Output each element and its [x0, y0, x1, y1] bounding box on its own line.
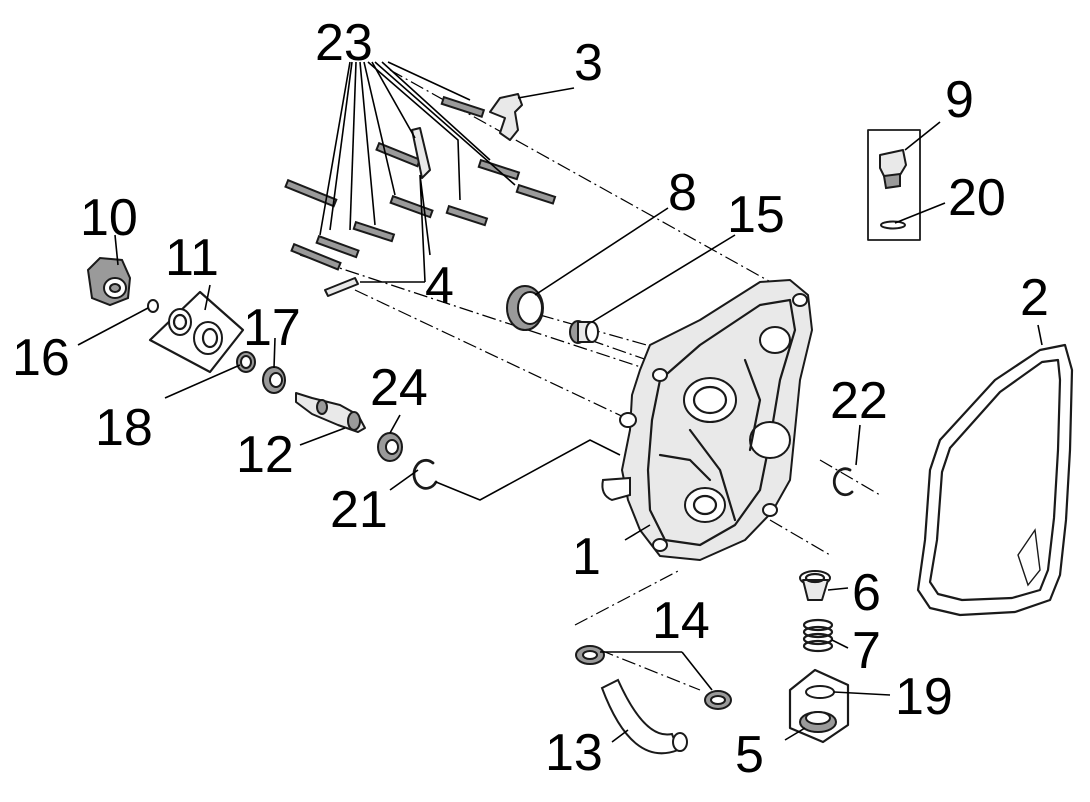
label-part-11: 11 [165, 229, 219, 287]
label-part-1: 1 [572, 528, 601, 586]
label-part-8: 8 [668, 164, 697, 222]
label-part-13: 13 [545, 724, 603, 782]
label-part-3: 3 [574, 34, 603, 92]
oil-seal [236, 351, 256, 373]
washer [147, 299, 159, 313]
cover-gasket [916, 343, 1074, 617]
label-part-22: 22 [830, 372, 888, 430]
part-labels: 1 2 3 4 5 6 7 8 9 10 11 12 13 14 15 16 1… [12, 14, 1049, 784]
label-part-10: 10 [80, 189, 138, 247]
shaft-sleeve [569, 320, 599, 344]
circlip-left [412, 458, 438, 490]
leader-lines [77, 61, 1043, 743]
label-part-2: 2 [1020, 269, 1049, 327]
shaft-bearing [262, 366, 286, 394]
label-part-7: 7 [852, 622, 881, 680]
mechanical-seal-set [148, 290, 245, 374]
crankcase-cover [601, 279, 813, 561]
bolt-set [284, 95, 557, 271]
ball-bearing [377, 432, 403, 462]
label-part-4: 4 [425, 257, 454, 315]
label-part-24: 24 [370, 359, 428, 417]
label-part-16: 16 [12, 329, 70, 387]
label-part-14: 14 [652, 592, 710, 650]
label-part-17: 17 [243, 299, 301, 357]
label-part-9: 9 [945, 71, 974, 129]
label-part-19: 19 [895, 668, 953, 726]
circlip-right [832, 467, 854, 497]
label-part-20: 20 [948, 169, 1006, 227]
hose-clips [324, 127, 431, 297]
label-part-12: 12 [236, 426, 294, 484]
pump-shaft [295, 392, 366, 433]
filter-cap [799, 570, 831, 601]
bracket [489, 93, 523, 141]
spring [802, 618, 834, 653]
label-part-21: 21 [330, 481, 388, 539]
label-part-23: 23 [315, 14, 373, 72]
drain-plug-group [867, 129, 921, 241]
label-part-6: 6 [852, 564, 881, 622]
hose-clamp-2 [704, 690, 732, 710]
hose-clamp-1 [575, 645, 605, 665]
pump-impeller [86, 256, 132, 307]
label-part-15: 15 [727, 186, 785, 244]
coolant-hose [600, 678, 688, 755]
label-part-18: 18 [95, 399, 153, 457]
label-part-5: 5 [735, 726, 764, 784]
drain-cap [788, 668, 850, 744]
drive-gear [506, 285, 544, 331]
